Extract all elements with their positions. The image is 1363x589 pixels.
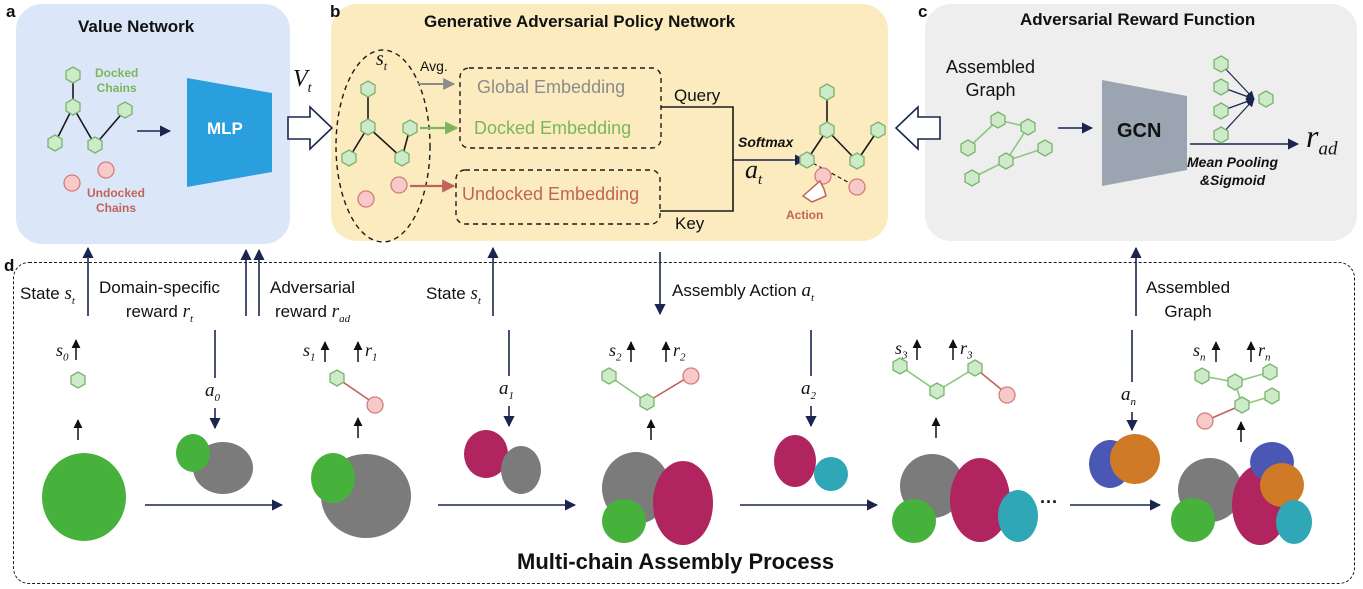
value-output: Vt [293,66,312,96]
step-n-state: sn [1193,340,1206,364]
protein-step1 [311,453,411,538]
panel-a-letter: a [6,2,16,21]
action-at: at [745,155,763,189]
protein-step3 [892,454,1038,543]
protein-step0 [42,453,126,541]
panel-a-nodes [47,66,133,154]
state-ellipse [335,49,431,243]
panel-b-title: Generative Adversarial Policy Network [424,12,736,31]
step-n-reward: rn [1258,340,1271,364]
protein-actionn [1089,434,1160,488]
protein-action0 [176,434,253,494]
docked-embedding: Docked Embedding [474,118,632,138]
step-3-reward: r3 [960,338,973,362]
pooling-label: Mean Pooling&Sigmoid [1187,154,1278,188]
state-st: st [376,48,388,73]
action-2: a2 [801,378,816,402]
global-embedding: Global Embedding [477,77,626,97]
protein-action2 [774,435,848,491]
ellipsis: ··· [1040,492,1058,512]
hollow-arrow-c-b [894,105,941,151]
action-n: an [1121,384,1136,408]
step-3-state: s3 [895,338,908,362]
softmax-label: Softmax [738,134,794,150]
protein-step2 [602,452,713,545]
gcn-block [1102,80,1187,186]
hollow-arrow-a-b [287,105,334,151]
panel-a-title: Value Network [78,17,195,36]
mlp-label: MLP [207,119,243,138]
query-label: Query [674,86,721,105]
step-1-reward: r1 [365,340,378,364]
step-2-reward: r2 [673,340,686,364]
protein-action1 [464,430,541,494]
panel-c-letter: c [918,2,928,21]
state-label-left: State st [20,283,75,307]
undocked-embedding: Undocked Embedding [462,184,640,204]
action-arrow [801,179,827,203]
mlp-block [187,78,272,187]
undocked-box [455,169,661,225]
panel-d-letter: d [4,256,15,275]
action-0: a0 [205,380,220,404]
panel-c-title: Adversarial Reward Function [1020,10,1256,29]
adversarial-reward-label: Adversarial reward rad [270,278,356,325]
process-title: Multi-chain Assembly Process [517,549,835,574]
panel-a-undocked-nodes [63,161,115,192]
step-1-state: s1 [303,340,316,364]
assembly-action-label: Assembly Action at [672,280,815,304]
action-1: a1 [499,378,514,402]
gcn-label: GCN [1117,120,1162,142]
avg-label: Avg. [420,58,448,74]
key-label: Key [675,214,705,233]
assembly-process-frame [13,262,1355,584]
step-0-state: s0 [56,340,69,364]
step-2-state: s2 [609,340,622,364]
panel-b-letter: b [330,2,341,21]
state-label-mid: State st [426,283,481,307]
global-docked-box [459,67,662,149]
domain-reward-label: Domain-specific reward rt [99,278,220,325]
protein-stepn [1171,442,1312,545]
reward-rad: rad [1306,118,1338,160]
action-label: Action [786,208,824,222]
policy-network-panel [331,4,888,241]
